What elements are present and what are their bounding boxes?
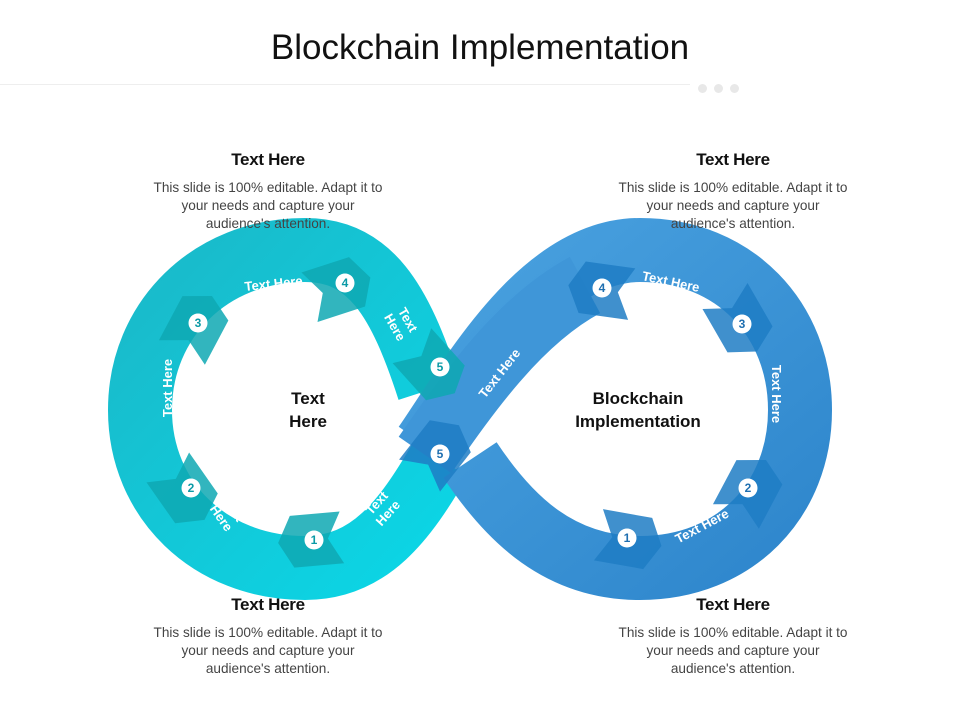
left-chevron-5: [392, 328, 465, 401]
right-badge-4-text: 4: [599, 281, 606, 295]
decorative-dots: [698, 80, 746, 98]
left-badge-4: 4: [335, 273, 355, 293]
left-badge-5: 5: [430, 357, 450, 377]
left-chevron-4: [301, 257, 371, 322]
right-badge-2: 2: [738, 478, 758, 498]
left-badge-3: 3: [188, 313, 208, 333]
text-block-top-right: Text Here This slide is 100% editable. A…: [613, 150, 853, 233]
right-badge-5-text: 5: [437, 447, 444, 461]
block-body: This slide is 100% editable. Adapt it to…: [153, 625, 383, 676]
left-badge-1-circle: [304, 530, 324, 550]
block-heading: Text Here: [231, 595, 305, 614]
left-band-label-3: Text Here: [160, 359, 175, 417]
right-badge-3-circle: [732, 314, 752, 334]
right-badge-3-text: 3: [739, 317, 746, 331]
left-badge-5-text: 5: [437, 360, 444, 374]
right-badge-5: 5: [430, 444, 450, 464]
right-badge-1: 1: [617, 528, 637, 548]
block-heading: Text Here: [231, 150, 305, 169]
right-band-label-3-line: Text Here: [769, 365, 784, 423]
left-band-label-4: Text Here: [244, 273, 304, 294]
block-body: This slide is 100% editable. Adapt it to…: [618, 180, 848, 231]
right-badge-3: 3: [732, 314, 752, 334]
left-band-label-3-line: Text Here: [160, 359, 175, 417]
marker-layer: 1 2 3 4 5 1 2 3 4 5: [146, 257, 783, 570]
left-band-label-4-line: Text Here: [244, 273, 304, 294]
left-badge-2: 2: [181, 478, 201, 498]
left-badge-3-text: 3: [195, 316, 202, 330]
block-body: This slide is 100% editable. Adapt it to…: [153, 180, 383, 231]
right-badge-1-text: 1: [624, 531, 631, 545]
block-body: This slide is 100% editable. Adapt it to…: [618, 625, 848, 676]
left-badge-4-text: 4: [342, 276, 349, 290]
text-block-bottom-left: Text Here This slide is 100% editable. A…: [148, 595, 388, 678]
text-block-top-left: Text Here This slide is 100% editable. A…: [148, 150, 388, 233]
left-badge-1: 1: [304, 530, 324, 550]
page-title: Blockchain Implementation: [270, 28, 690, 67]
right-badge-2-circle: [738, 478, 758, 498]
right-badge-5-circle: [430, 444, 450, 464]
title-divider: [0, 84, 690, 85]
right-badge-4: 4: [592, 278, 612, 298]
left-badge-5-circle: [430, 357, 450, 377]
left-badge-2-circle: [181, 478, 201, 498]
right-badge-1-circle: [617, 528, 637, 548]
left-badge-4-circle: [335, 273, 355, 293]
text-block-bottom-right: Text Here This slide is 100% editable. A…: [613, 595, 853, 678]
block-heading: Text Here: [696, 150, 770, 169]
left-badge-2-text: 2: [188, 481, 195, 495]
right-band-label-3: Text Here: [769, 365, 784, 423]
right-badge-2-text: 2: [745, 481, 752, 495]
left-badge-3-circle: [188, 313, 208, 333]
left-badge-1-text: 1: [311, 533, 318, 547]
block-heading: Text Here: [696, 595, 770, 614]
right-badge-4-circle: [592, 278, 612, 298]
